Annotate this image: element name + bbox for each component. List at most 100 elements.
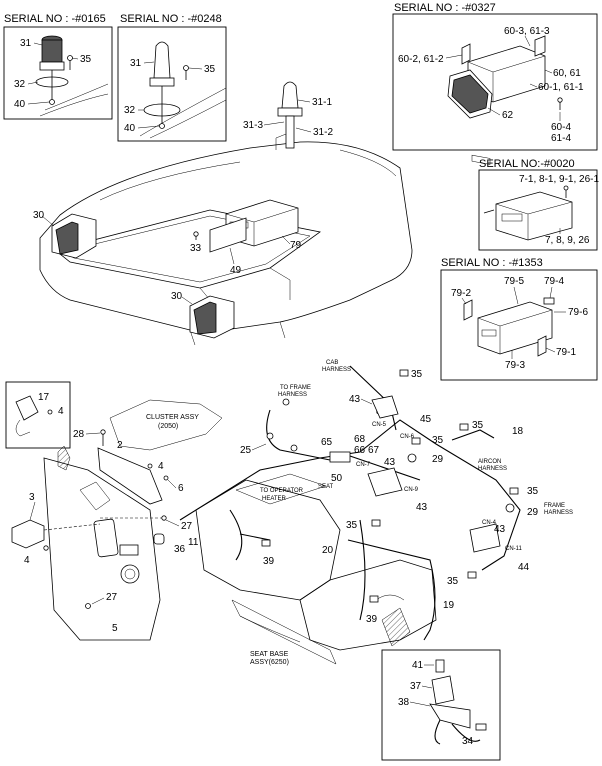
callout-4b: 4 (158, 461, 164, 472)
note-cn-7: CN-7 (356, 462, 371, 468)
relay-bracket-43 (367, 467, 403, 497)
callout-30-bottom: 30 (171, 291, 183, 302)
callout-35: 35 (80, 54, 92, 65)
beacon-base-2 (149, 77, 175, 87)
callout-32: 32 (14, 79, 26, 90)
note-frame-2: HARNESS (544, 510, 573, 516)
callout-18: 18 (512, 426, 524, 437)
callout-6: 6 (178, 483, 184, 494)
callout-35d: 35 (432, 435, 444, 446)
callout-60-3: 60-3, 61-3 (504, 26, 550, 37)
callout-5: 5 (112, 623, 118, 634)
inset-serial-0020: SERIAL NO:-#0020 7-1, 8-1, 9-1, 26-1 7, … (478, 158, 599, 251)
callout-45: 45 (420, 414, 432, 425)
callout-44: 44 (518, 562, 530, 573)
callout-79-3: 79-3 (505, 360, 525, 371)
wire-19 (347, 539, 436, 641)
seat-base-assembly: TO OPERATOR HEATER SEAT 50 CAB HARNESS T… (179, 360, 573, 666)
callout-68: 68 (354, 434, 366, 445)
cab-roof-lines (39, 83, 109, 117)
callout-25: 25 (240, 445, 252, 456)
part-37 (431, 675, 455, 705)
note-cn-6: CN-6 (400, 434, 415, 440)
callout-60-2: 60-2, 61-2 (398, 54, 444, 65)
callout-28: 28 (73, 429, 85, 440)
wire-18 (451, 429, 495, 441)
callout-31-3: 31-3 (243, 120, 263, 131)
note-seat-base-1: SEAT BASE (250, 651, 289, 658)
note-to-frame-2: HARNESS (278, 392, 307, 398)
callout-29a: 29 (432, 454, 444, 465)
callout-61-4: 61-4 (551, 133, 571, 144)
callout-65: 65 (321, 437, 333, 448)
bracket-79-2 (463, 299, 473, 321)
relay-bracket-44 (469, 523, 501, 553)
bracket-2 (97, 447, 163, 505)
bracket-38 (429, 703, 471, 729)
callout-31: 31 (20, 38, 32, 49)
callout-35h: 35 (447, 576, 459, 587)
note-frame-1: FRAME (544, 503, 565, 509)
left-console-assembly: 17 4 CLUSTER ASSY (2050) 28 2 4 6 27 5 3 (5, 381, 223, 641)
callout-7-1: 7-1, 8-1, 9-1, 26-1 (519, 174, 599, 185)
callout-35c: 35 (411, 369, 423, 380)
callout-79-2: 79-2 (451, 288, 471, 299)
serial-label-0327: SERIAL NO : -#0327 (394, 2, 496, 14)
callout-60-1: 60-1, 61-1 (538, 82, 584, 93)
callout-31-2: 31-2 (313, 127, 333, 138)
note-cn-9: CN-9 (404, 487, 419, 493)
wire-to-frame (266, 409, 331, 461)
switch-17 (15, 395, 39, 421)
callout-38: 38 (398, 697, 410, 708)
callout-19: 19 (443, 600, 455, 611)
inset-switch-assembly: 41 37 38 34 (381, 649, 501, 761)
callout-40: 40 (14, 99, 26, 110)
callout-39b: 39 (366, 614, 378, 625)
callout-79-1: 79-1 (556, 347, 576, 358)
callout-39a: 39 (263, 556, 275, 567)
cluster-assy (109, 399, 223, 451)
beacon-base (39, 61, 65, 71)
note-cluster-assy-num: (2050) (158, 423, 178, 430)
serial-label-0020: SERIAL NO:-#0020 (479, 158, 575, 170)
plug-79-4 (543, 297, 555, 305)
callout-35g: 35 (527, 486, 539, 497)
callout-43a: 43 (349, 394, 361, 405)
callout-3: 3 (29, 492, 35, 503)
callout-62: 62 (502, 110, 514, 121)
callout-66: 66 (354, 445, 366, 456)
beacon-lamp (41, 39, 63, 63)
radio-body-0020 (495, 191, 573, 241)
callout-17: 17 (38, 392, 50, 403)
beacon-31-1 (281, 81, 299, 109)
callout-27b: 27 (106, 592, 118, 603)
callout-60-61: 60, 61 (553, 68, 581, 79)
cab-roof: 30 30 33 79 49 31-1 31-3 31-2 (33, 81, 413, 346)
callout-31-1: 31-1 (312, 97, 332, 108)
callout-33: 33 (190, 243, 202, 254)
wire-harness-main (179, 419, 521, 571)
callout-43c: 43 (416, 502, 428, 513)
serial-label-0165: SERIAL NO : -#0165 (4, 13, 106, 25)
bracket-79-1 (537, 335, 547, 357)
callout-34: 34 (462, 736, 474, 747)
callout-27a: 27 (181, 521, 193, 532)
callout-67: 67 (368, 445, 380, 456)
callout-4c: 4 (24, 555, 30, 566)
callout-40b: 40 (124, 123, 136, 134)
callout-43d: 43 (494, 524, 506, 535)
inset-frame-17 (5, 381, 71, 449)
note-cn-11: CN-11 (505, 546, 523, 552)
callout-60-4: 60-4 (551, 122, 571, 133)
relay-bracket-45 (371, 395, 399, 419)
note-cab-harness-2: HARNESS (322, 367, 351, 373)
note-cn-4: CN-4 (482, 520, 497, 526)
callout-43b: 43 (384, 457, 396, 468)
note-aircon-2: HARNESS (478, 466, 507, 472)
bracket-right (534, 35, 546, 57)
callout-31b: 31 (130, 58, 142, 69)
callout-29b: 29 (527, 507, 539, 518)
callout-35b: 35 (204, 64, 216, 75)
part-41 (435, 659, 445, 673)
